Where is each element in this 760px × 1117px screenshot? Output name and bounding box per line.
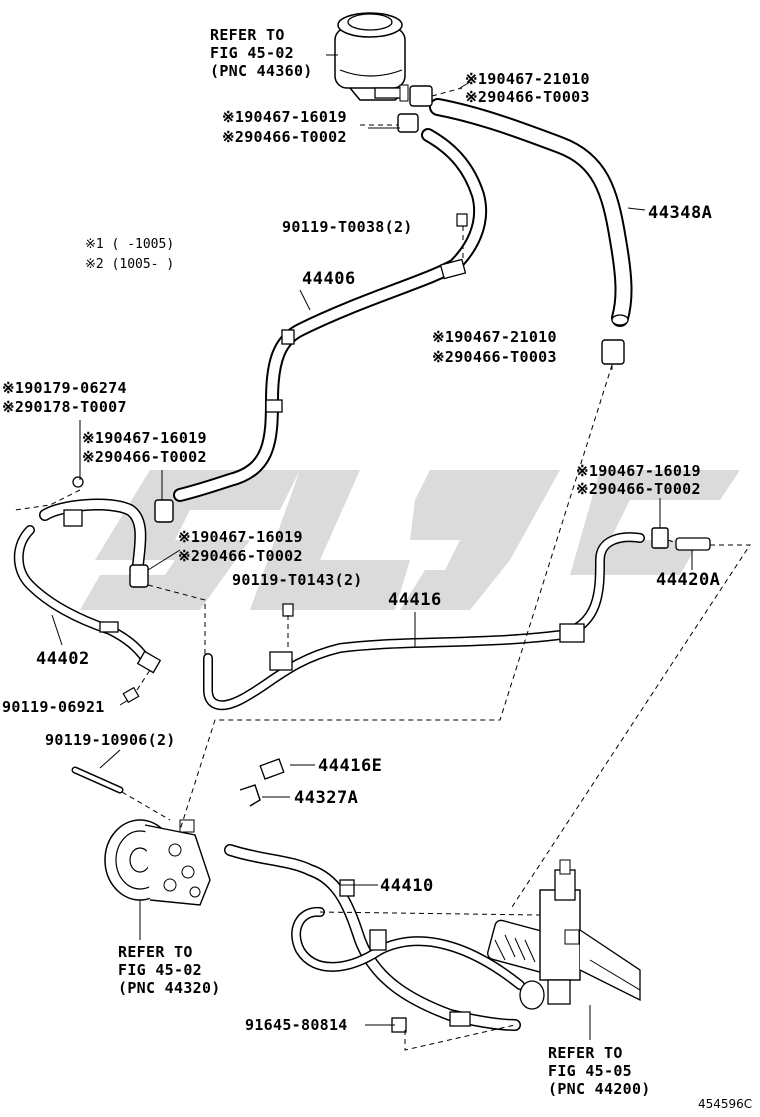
label-44327a[interactable]: 44327A (294, 788, 358, 808)
label-90119-t0038[interactable]: 90119-T0038(2) (282, 218, 413, 236)
label-44420a[interactable]: 44420A (656, 570, 720, 590)
label-clamp-left2-2[interactable]: ※290466-T0002 (82, 448, 207, 466)
label-clamp-mid-2[interactable]: ※290466-T0003 (432, 348, 557, 366)
label-clamp-mid-1[interactable]: ※190467-21010 (432, 328, 557, 346)
label-44416[interactable]: 44416 (388, 590, 442, 610)
label-clamp-top2-2[interactable]: ※290466-T0002 (222, 128, 347, 146)
label-44410[interactable]: 44410 (380, 876, 434, 896)
label-44416e[interactable]: 44416E (318, 756, 382, 776)
label-clamp-top2-1[interactable]: ※190467-16019 (222, 108, 347, 126)
figure-id: 454596C (698, 1097, 752, 1111)
ref-gear: REFER TO FIG 45-05 (PNC 44200) (548, 1044, 651, 1098)
ref-gear-line2: FIG 45-05 (548, 1062, 632, 1080)
ref-pump-line2: FIG 45-02 (118, 961, 202, 979)
hose-44348a[interactable] (429, 98, 633, 327)
label-90119-t0143[interactable]: 90119-T0143(2) (232, 571, 363, 589)
label-clamp-top-1[interactable]: ※190467-21010 (465, 70, 590, 88)
power-steering-pump[interactable] (104, 819, 211, 906)
ref-reservoir-line3: (PNC 44360) (210, 62, 313, 80)
label-44348a[interactable]: 44348A (648, 203, 712, 223)
dashed-leader-lines (14, 87, 751, 1051)
hose-44406[interactable] (173, 128, 488, 502)
ref-reservoir-line2: FIG 45-02 (210, 44, 294, 62)
label-90119-06921[interactable]: 90119-06921 (2, 698, 105, 716)
label-clamp-right-1[interactable]: ※190467-16019 (576, 462, 701, 480)
bolts[interactable] (71, 213, 711, 1033)
ref-reservoir-line1: REFER TO (210, 26, 285, 44)
label-clamp-center-2[interactable]: ※290466-T0002 (178, 547, 303, 565)
ref-gear-line1: REFER TO (548, 1044, 623, 1062)
tube-44402[interactable] (13, 498, 162, 674)
label-clamp-left-1[interactable]: ※190179-06274 (2, 379, 127, 397)
label-44402[interactable]: 44402 (36, 649, 90, 669)
hose-44410[interactable] (224, 844, 525, 1031)
ref-reservoir: REFER TO FIG 45-02 (PNC 44360) (210, 26, 313, 80)
label-91645-80814[interactable]: 91645-80814 (245, 1016, 348, 1034)
label-clamp-left-2[interactable]: ※290178-T0007 (2, 398, 127, 416)
reservoir-tank[interactable] (334, 12, 409, 102)
label-clamp-center-1[interactable]: ※190467-16019 (178, 528, 303, 546)
hose-clamps[interactable] (72, 85, 669, 588)
ref-pump-line1: REFER TO (118, 943, 193, 961)
legend-line-1: ※1 ( -1005) (85, 237, 174, 252)
tube-44416[interactable] (203, 532, 645, 711)
label-clamp-left2-1[interactable]: ※190467-16019 (82, 429, 207, 447)
label-clamp-top-2[interactable]: ※290466-T0003 (465, 88, 590, 106)
ref-gear-line3: (PNC 44200) (548, 1080, 651, 1098)
solid-leader-lines (51, 54, 693, 1040)
ref-pump-line3: (PNC 44320) (118, 979, 221, 997)
label-90119-10906[interactable]: 90119-10906(2) (45, 731, 176, 749)
label-clamp-right-2[interactable]: ※290466-T0002 (576, 480, 701, 498)
legend-line-2: ※2 (1005- ) (85, 257, 174, 272)
ref-pump: REFER TO FIG 45-02 (PNC 44320) (118, 943, 221, 997)
steering-gear-assembly[interactable] (486, 859, 641, 1010)
label-44406[interactable]: 44406 (302, 269, 356, 289)
